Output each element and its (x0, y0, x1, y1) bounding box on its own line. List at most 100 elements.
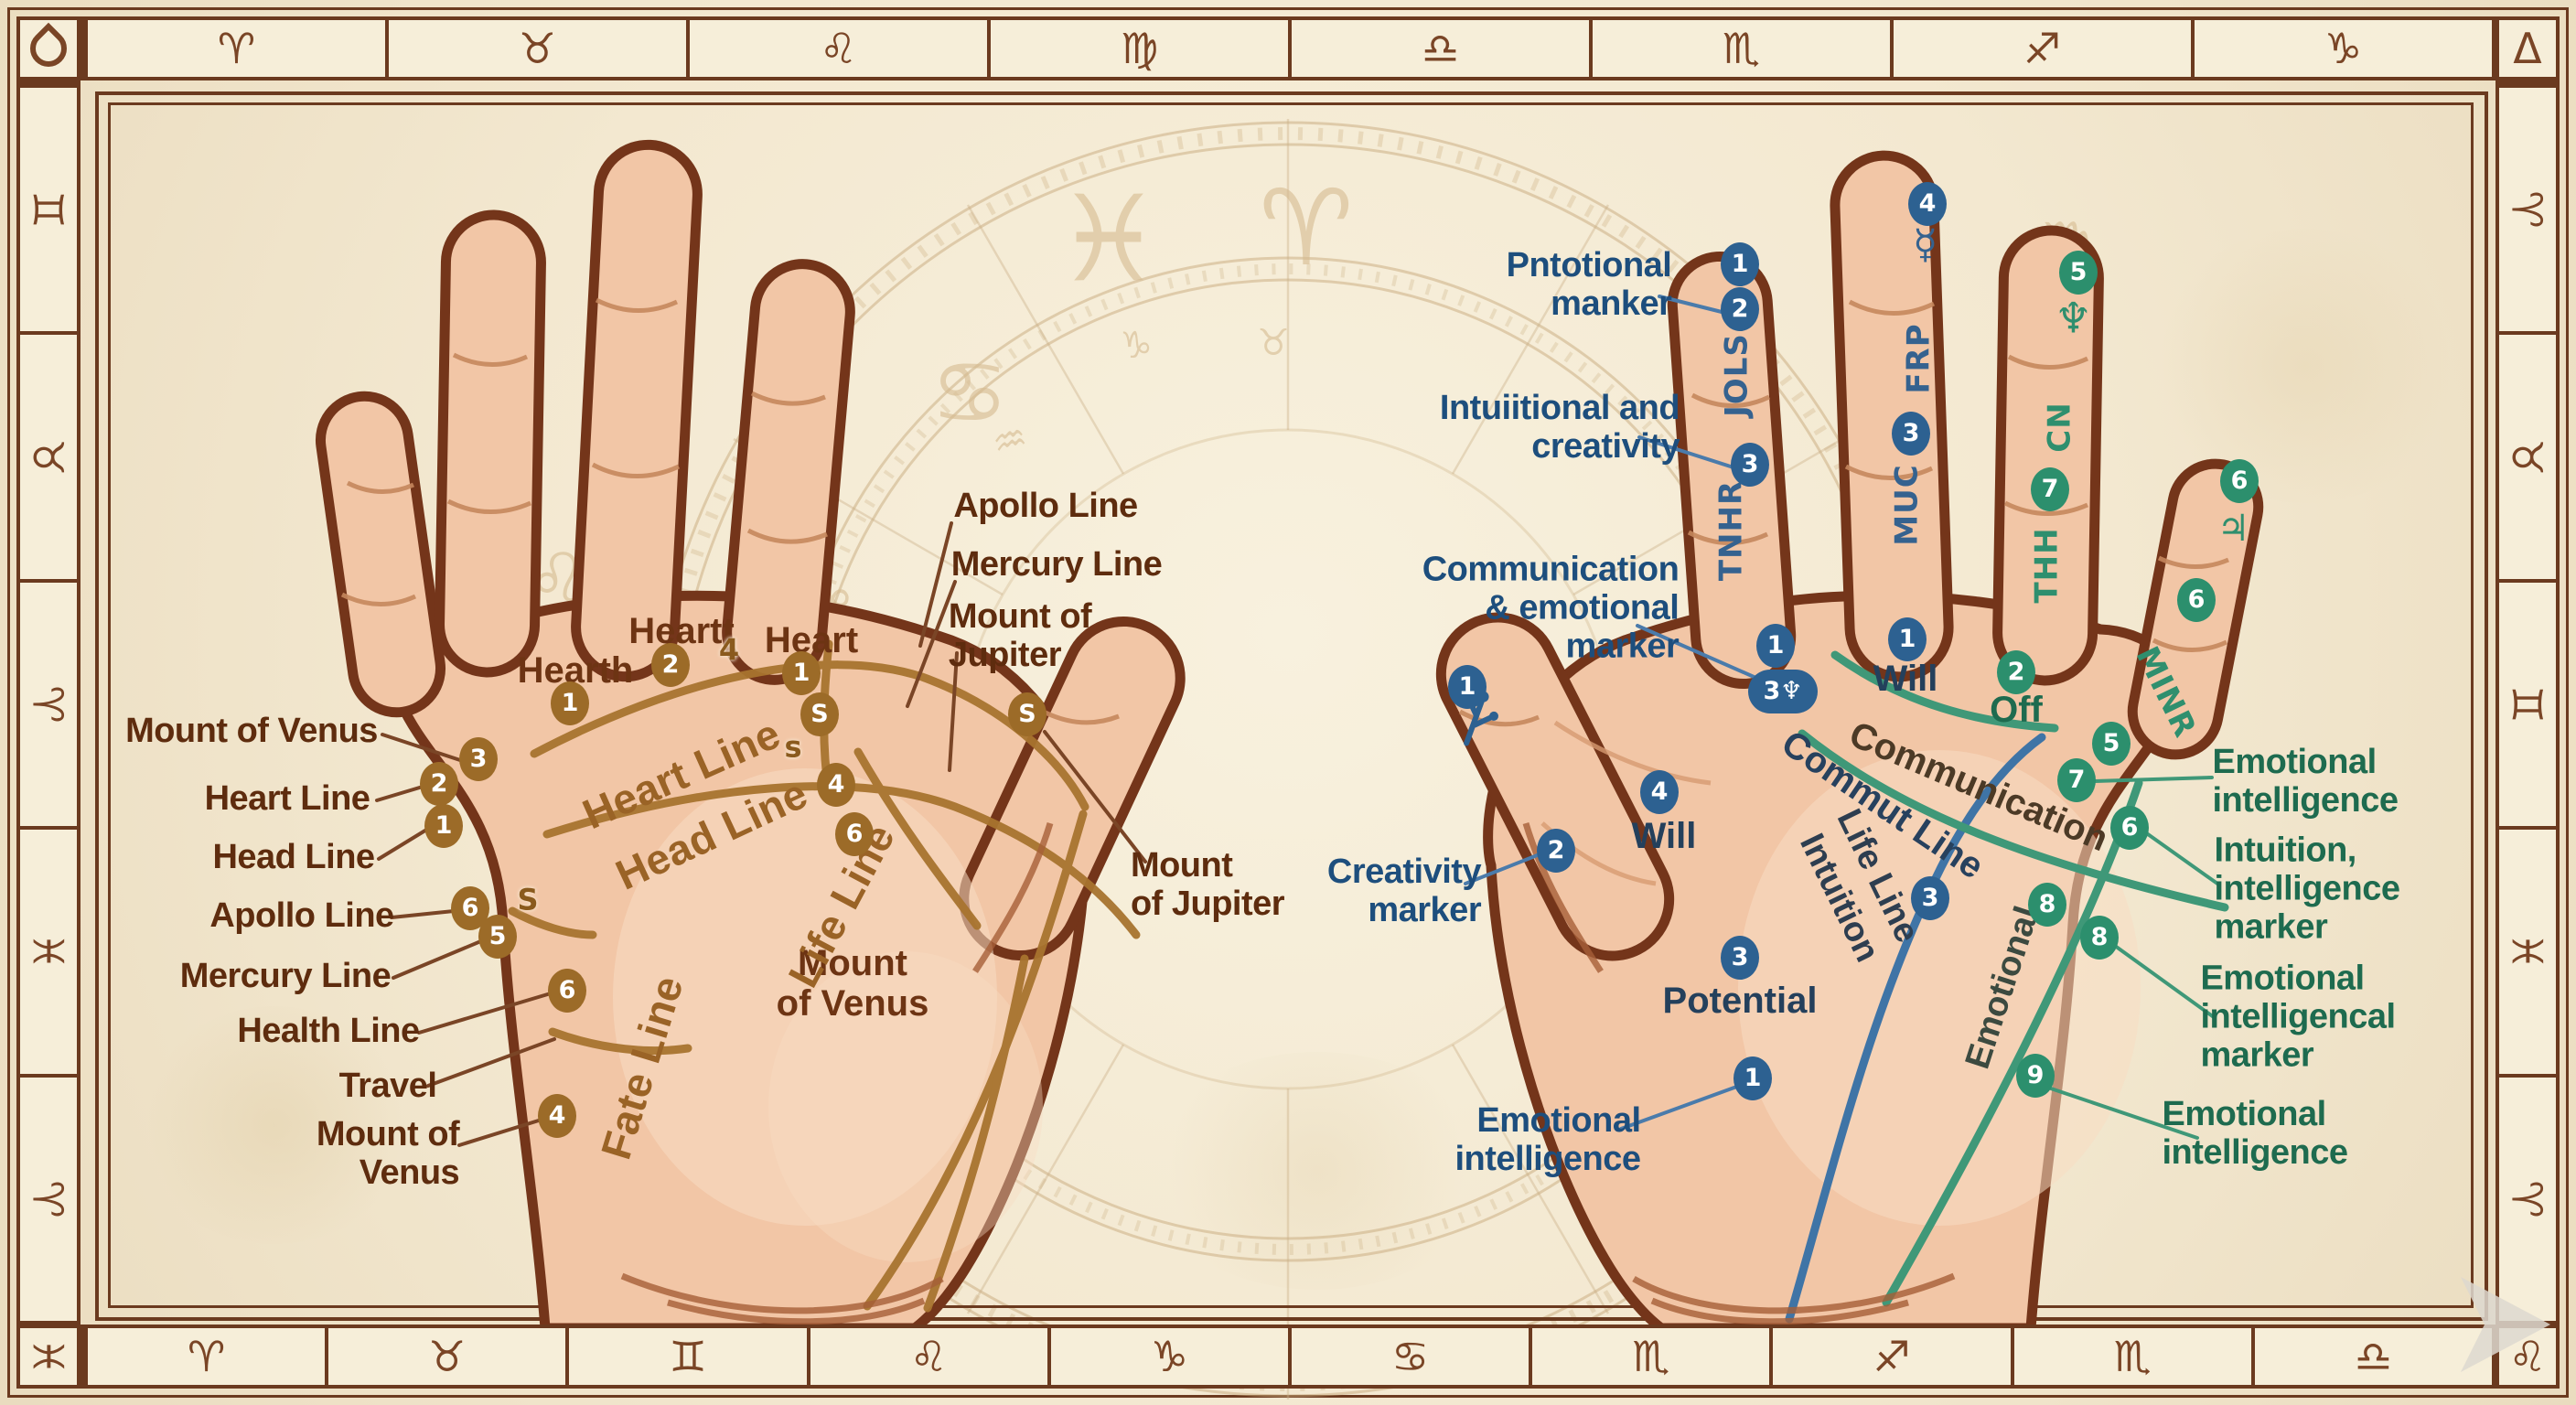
zodiac-glyph: ♑ (1150, 1332, 1189, 1381)
numbered-marker: 2 (1997, 650, 2035, 694)
zodiac-glyph: ♉ (428, 1332, 467, 1381)
zodiac-glyph: ♈ (24, 1180, 73, 1218)
inner-frame-line (108, 102, 2474, 1308)
zodiac-watermark-glyph: ♓ (1055, 169, 1163, 309)
zodiac-band-cell: ♏ (1529, 1328, 1769, 1385)
zodiac-glyph: ♈ (187, 1332, 226, 1381)
callout-label: Mount of Venus (125, 712, 378, 751)
zodiac-band-top: ♈♉♌♍♎♏♐♑ (80, 16, 2496, 80)
numbered-marker: 3♆ (1748, 670, 1818, 713)
numbered-marker: 6 (2220, 459, 2259, 503)
zodiac-glyph: ♍ (1120, 24, 1159, 73)
palm-text: Potential (1662, 981, 1818, 1021)
callout-label: Head Line (212, 838, 375, 877)
zodiac-band-right: ♈♉♊♓♈ (2496, 80, 2560, 1325)
palm-text: Mount of Venus (776, 943, 929, 1024)
zodiac-band-cell: ♑ (2191, 20, 2492, 77)
zodiac-glyph: ♋ (1390, 1332, 1430, 1381)
zodiac-band-cell: ♉ (385, 20, 686, 77)
numbered-marker: 6 (2110, 806, 2149, 850)
zodiac-glyph: ♎ (2354, 1332, 2393, 1381)
callout-label: Communication & emotional marker (1422, 550, 1680, 665)
zodiac-glyph: ♈ (2503, 190, 2552, 229)
callout-label: Heart Line (204, 779, 370, 819)
numbered-marker: S (800, 692, 839, 736)
zodiac-glyph: ♏ (1722, 24, 1761, 73)
zodiac-watermark-glyph: ♋ (930, 342, 1009, 444)
zodiac-watermark-glyph: ♈ (1259, 166, 1354, 290)
zodiac-band-cell: ♈ (84, 20, 385, 77)
callout-label: Mercury Line (179, 957, 392, 996)
numbered-marker: S (1008, 692, 1046, 736)
numbered-marker: 3 (1721, 936, 1759, 980)
numbered-marker: 4 (718, 632, 740, 668)
callout-label: Emotional intelligence (1454, 1101, 1641, 1178)
zodiac-band-left: ♊♉♈♓♈ (16, 80, 80, 1325)
zodiac-band-cell: ♑ (1046, 1328, 1288, 1385)
numbered-marker: 8 (2028, 883, 2066, 927)
zodiac-band-cell: ♊ (20, 84, 77, 331)
numbered-marker: 5 (2092, 722, 2131, 766)
corner-drop-icon (16, 16, 80, 80)
zodiac-band-cell: ♏ (1589, 20, 1890, 77)
callout-label: Pntotional manker (1506, 246, 1672, 323)
zodiac-band-cell: ♉ (325, 1328, 565, 1385)
zodiac-glyph: ♎ (1421, 24, 1460, 73)
numbered-marker: 5 (478, 915, 517, 959)
finger-text: ♆ (2054, 293, 2094, 343)
numbered-marker: 3 (1911, 876, 1949, 920)
numbered-marker: 3 (459, 737, 498, 781)
zodiac-glyph: ♉ (518, 24, 557, 73)
zodiac-glyph: ♑ (2324, 24, 2363, 73)
zodiac-glyph: ♊ (24, 190, 73, 229)
zodiac-band-cell: ♌ (806, 1328, 1047, 1385)
callout-label: Creativity marker (1326, 853, 1482, 929)
numbered-marker: 1 (782, 651, 821, 695)
zodiac-band-cell: ♏ (2010, 1328, 2251, 1385)
zodiac-glyph: ♏ (2113, 1332, 2152, 1381)
zodiac-glyph: ♈ (24, 685, 73, 724)
numbered-marker: 6 (2177, 578, 2216, 622)
numbered-marker: 1 (1756, 624, 1795, 668)
numbered-marker: 2 (420, 762, 458, 806)
finger-text: ☿ (1912, 220, 1939, 268)
numbered-marker: 2 (1721, 287, 1759, 331)
zodiac-band-cell: ♉ (2499, 331, 2556, 578)
numbered-marker: 4 (1908, 182, 1947, 226)
corner-pisces-icon: ♓ (16, 1325, 80, 1389)
zodiac-band-cell: ♈ (2499, 1073, 2556, 1321)
callout-label: Emotional intelligence (2162, 1095, 2348, 1172)
numbered-marker: 7 (2031, 467, 2069, 511)
finger-text: ♃ (2216, 508, 2251, 550)
numbered-marker: 2 (1537, 829, 1575, 873)
numbered-marker: 6 (548, 969, 586, 1013)
zodiac-band-cell: ♉ (20, 331, 77, 578)
zodiac-glyph: ♈ (217, 24, 256, 73)
zodiac-glyph: ♐ (2023, 24, 2062, 73)
palm-text: Off (1990, 690, 2043, 730)
callout-label: Travel (338, 1067, 437, 1106)
palm-text: Will (1631, 816, 1697, 856)
zodiac-glyph: ♉ (24, 437, 73, 477)
numbered-marker: 2 (651, 643, 690, 687)
numbered-marker: 4 (817, 763, 855, 807)
numbered-marker: s (784, 729, 802, 765)
numbered-marker: S (517, 882, 539, 917)
inner-frame-line (95, 91, 2488, 1321)
zodiac-glyph: ♏ (1632, 1332, 1670, 1381)
corner-triangle-icon: Δ (2496, 16, 2560, 80)
zodiac-glyph: ♉ (2503, 437, 2552, 477)
numbered-marker: 6 (835, 812, 874, 856)
callout-label: Intuition, intelligence marker (2214, 831, 2400, 946)
zodiac-glyph: ♓ (2503, 932, 2552, 971)
zodiac-band-cell: ♐ (1769, 1328, 2010, 1385)
